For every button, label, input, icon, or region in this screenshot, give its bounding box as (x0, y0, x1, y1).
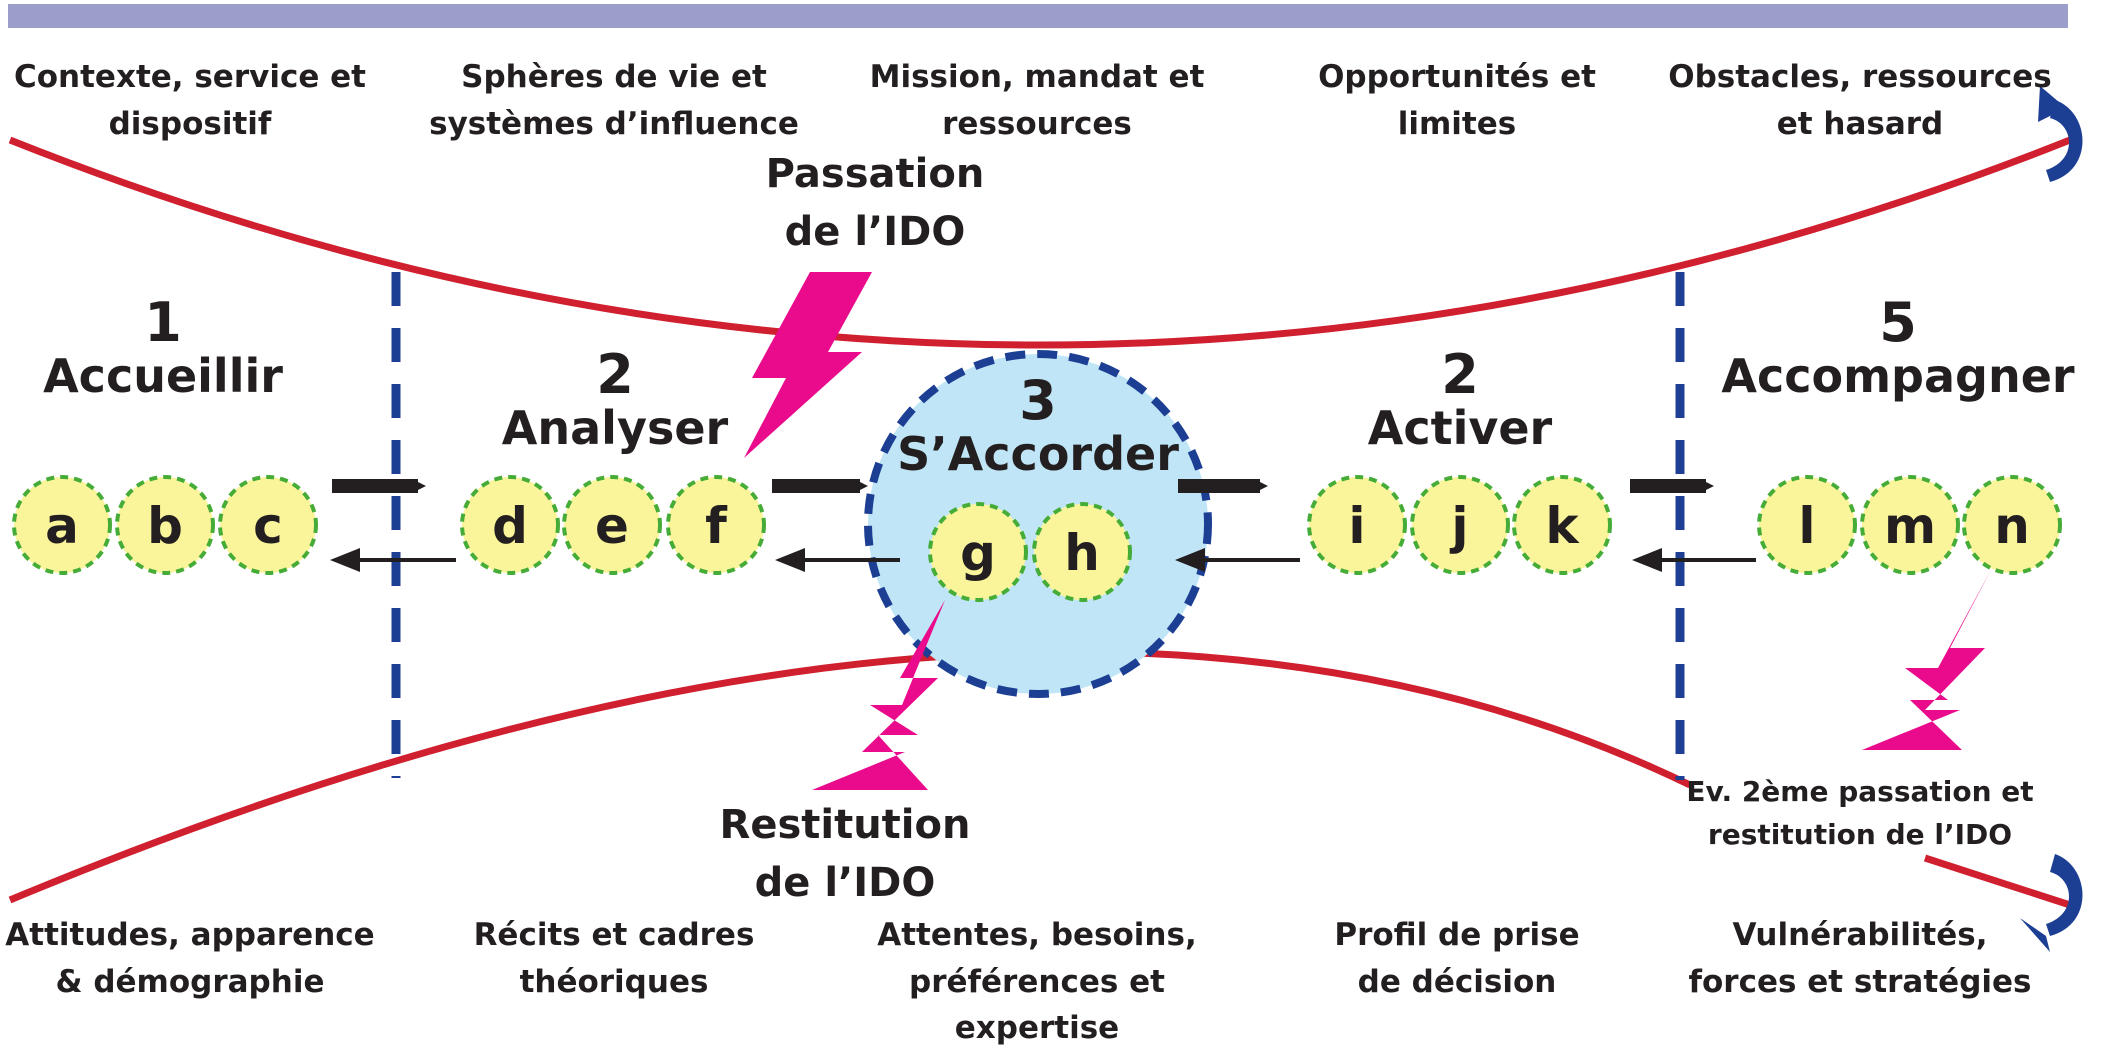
step-circle (562, 475, 662, 575)
step-circle (666, 475, 766, 575)
step-letter: l (1798, 497, 1815, 555)
step-letter: j (1449, 497, 1468, 555)
step-circle (1410, 475, 1510, 575)
step-letter: h (1064, 524, 1100, 582)
step-letter: k (1545, 497, 1580, 555)
step-circle (115, 475, 215, 575)
step-circle (218, 475, 318, 575)
step-circle (928, 502, 1028, 602)
step-letter: e (595, 497, 629, 555)
step-letter: b (147, 497, 183, 555)
stage-heading: 1 Accueillir (43, 291, 283, 403)
step-circle (460, 475, 560, 575)
funnel-top-curve (8, 136, 2072, 349)
bottom-label: Attitudes, apparence& démographie (5, 917, 375, 1000)
step-letter: i (1348, 497, 1365, 555)
funnel-bottom-tail (1923, 854, 2072, 909)
stage-heading: 2 Activer (1367, 343, 1553, 455)
step-letter: m (1884, 497, 1936, 555)
bottom-label: Vulnérabilités,forces et stratégies (1688, 917, 2032, 1000)
step-circle (12, 475, 112, 575)
step-letter: n (1994, 497, 2030, 555)
step-circle (1512, 475, 1612, 575)
step-circle (1757, 475, 1857, 575)
lightning-bolt-icon (812, 600, 945, 790)
stage-heading: 5 Accompagner (1721, 291, 2075, 403)
loop-arrow-icon (2046, 854, 2083, 936)
back-arrow-icon (1632, 548, 1662, 572)
loop-arrow-icon (2046, 100, 2083, 182)
back-arrow-icon (330, 548, 360, 572)
step-circle (1307, 475, 1407, 575)
step-letter: g (960, 524, 996, 582)
step-letter: c (253, 497, 283, 555)
step-circle (1962, 475, 2062, 575)
step-circle (1032, 502, 1132, 602)
step-letter: a (45, 497, 79, 555)
stage-heading: 3 S’Accorder (897, 369, 1179, 481)
lightning-bolt-icon (1862, 568, 1992, 750)
step-circle (1860, 475, 1960, 575)
center-circle (864, 350, 1212, 698)
stage-heading: 2 Analyser (501, 343, 729, 455)
top-bar (8, 4, 2068, 28)
step-letter: f (705, 497, 728, 555)
loop-arrow-icon (2020, 918, 2050, 952)
back-arrow-icon (775, 548, 805, 572)
lightning-bolt-icon (744, 272, 872, 458)
back-arrow-icon (1175, 548, 1205, 572)
step-letter: d (492, 497, 528, 555)
loop-arrow-icon (2038, 86, 2066, 122)
bottom-label: Attentes, besoins,préférences et experti… (877, 917, 1197, 1046)
